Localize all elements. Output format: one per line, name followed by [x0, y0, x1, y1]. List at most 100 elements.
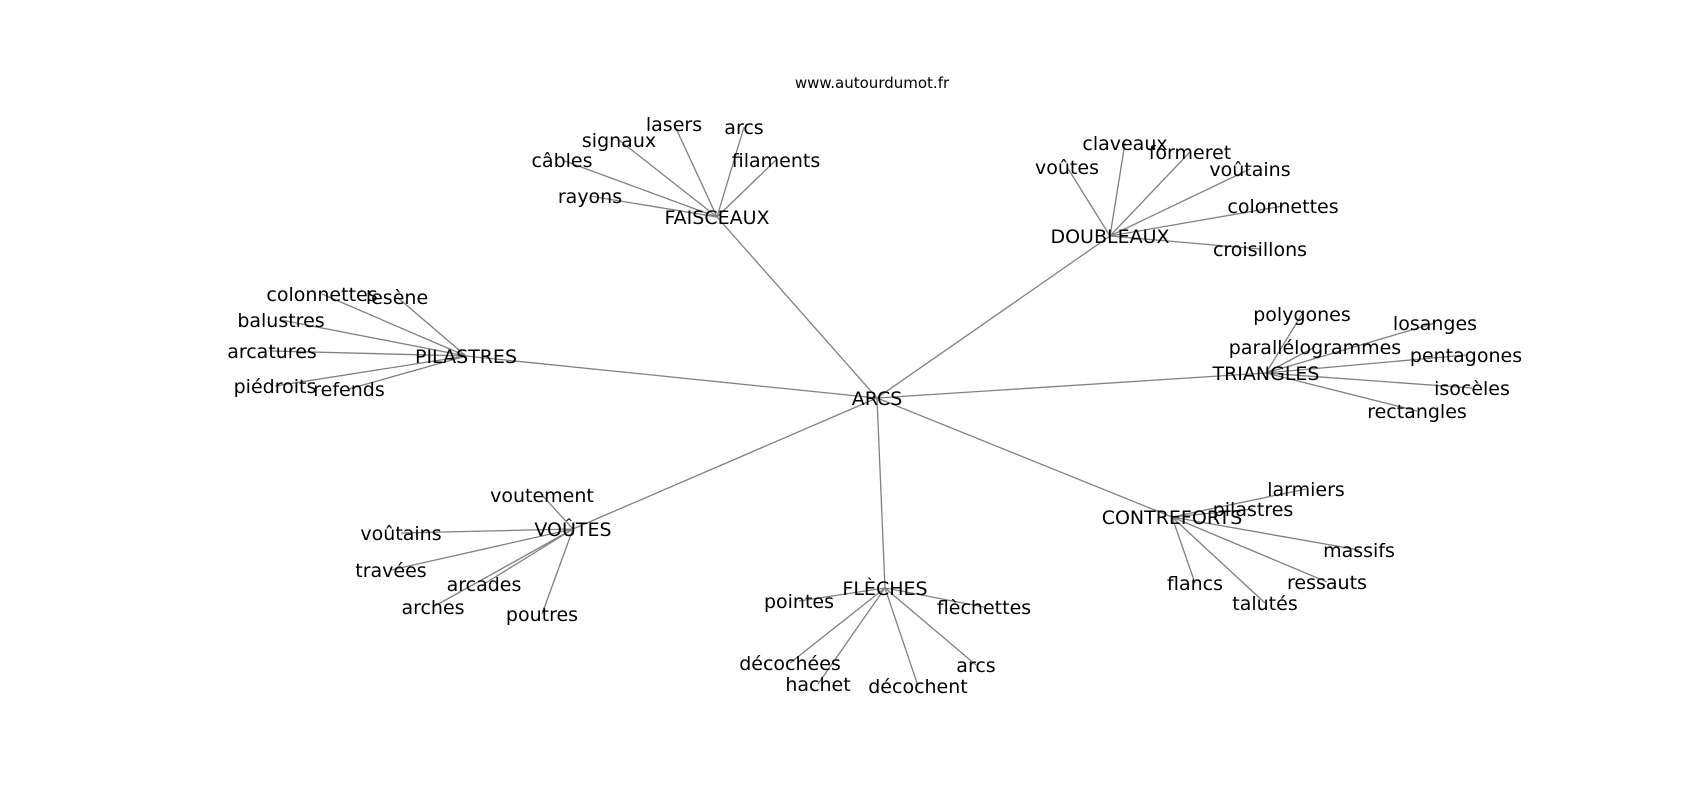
node-pilastres-word: piédroits [234, 376, 317, 398]
node-faisceaux-word: câbles [531, 150, 592, 172]
edge-contreforts-0 [1171, 488, 1307, 518]
edge-doubleaux-5 [1109, 235, 1261, 250]
edge-voutes-5 [541, 528, 574, 615]
node-triangles-word: parallélogrammes [1229, 337, 1401, 359]
edge-doubleaux-1 [1109, 142, 1126, 237]
node-faisceaux-word: lasers [646, 114, 702, 136]
node-voutes-word: voûtains [360, 523, 441, 545]
node-pilastres-word: refends [313, 379, 384, 401]
edge-contreforts-2 [1171, 516, 1360, 551]
edge-pilastres-5 [348, 355, 467, 390]
edge-center-contreforts [876, 397, 1173, 518]
node-triangles: TRIANGLES [1212, 363, 1320, 385]
node-pilastres-word: lesène [366, 287, 428, 309]
edge-voutes-0 [541, 494, 574, 530]
edge-pilastres-3 [271, 350, 467, 357]
node-triangles-word: isocèles [1434, 378, 1510, 400]
node-fleches-word: pointes [764, 591, 834, 613]
edge-faisceaux-1 [561, 159, 718, 218]
node-doubleaux: DOUBLEAUX [1050, 226, 1169, 248]
edge-pilastres-1 [396, 296, 467, 357]
edge-fleches-2 [789, 587, 886, 664]
edge-triangles-4 [1265, 372, 1473, 389]
node-contreforts-word: flancs [1167, 573, 1223, 595]
node-fleches-word: décochées [739, 653, 841, 675]
node-triangles-word: rectangles [1367, 401, 1467, 423]
edge-triangles-2 [1265, 322, 1436, 374]
node-contreforts-word: talutés [1232, 593, 1297, 615]
node-fleches-word: hachet [785, 674, 850, 696]
node-fleches: FLÈCHES [842, 577, 927, 600]
node-faisceaux-word: arcs [724, 117, 763, 139]
edge-contreforts-4 [1171, 516, 1266, 604]
node-center: ARCS [852, 388, 903, 410]
edge-fleches-3 [817, 587, 886, 685]
edge-voutes-2 [390, 528, 574, 571]
node-doubleaux-word: voûtes [1035, 157, 1099, 179]
node-contreforts-word: ressauts [1287, 572, 1367, 594]
node-voutes: VOÛTES [534, 517, 611, 541]
node-contreforts: CONTREFORTS [1102, 507, 1243, 529]
edge-center-fleches [876, 397, 886, 589]
edge-triangles-5 [1265, 372, 1418, 412]
edge-doubleaux-3 [1109, 168, 1251, 237]
node-pilastres-word: arcatures [227, 341, 317, 363]
source-url: www.autourdumot.fr [795, 74, 950, 92]
edge-contreforts-3 [1171, 516, 1328, 583]
node-faisceaux-word: rayons [558, 186, 622, 208]
graph-edges [271, 123, 1473, 687]
edge-faisceaux-3 [673, 123, 718, 218]
edge-fleches-4 [884, 587, 919, 687]
edge-triangles-3 [1265, 354, 1467, 374]
edge-center-triangles [876, 372, 1267, 399]
edge-fleches-5 [884, 587, 977, 666]
edge-center-voutes [572, 397, 878, 530]
edge-voutes-1 [400, 528, 574, 534]
node-doubleaux-word: formeret [1149, 142, 1232, 164]
edge-center-pilastres [465, 355, 878, 399]
edge-faisceaux-4 [716, 126, 745, 218]
edge-fleches-0 [798, 587, 886, 602]
edge-pilastres-0 [321, 293, 467, 357]
node-fleches-word: décochent [868, 676, 968, 698]
node-doubleaux-word: colonnettes [1227, 196, 1338, 218]
edge-center-faisceaux [716, 216, 878, 399]
node-fleches-word: flèchettes [937, 597, 1031, 619]
edge-fleches-1 [884, 587, 985, 608]
node-contreforts-word: larmiers [1267, 479, 1345, 501]
node-contreforts-word: pilastres [1213, 499, 1294, 521]
node-triangles-word: pentagones [1410, 345, 1522, 367]
node-fleches-word: arcs [956, 655, 995, 677]
edge-faisceaux-0 [589, 195, 718, 218]
edge-triangles-1 [1265, 346, 1316, 374]
edge-pilastres-4 [274, 355, 467, 387]
node-pilastres-word: balustres [237, 310, 324, 332]
edge-doubleaux-0 [1066, 166, 1111, 237]
node-triangles-word: losanges [1393, 313, 1477, 335]
edge-doubleaux-2 [1109, 151, 1191, 237]
node-triangles-word: polygones [1253, 304, 1351, 326]
edge-center-doubleaux [876, 235, 1111, 399]
node-pilastres: PILASTRES [415, 346, 517, 368]
node-faisceaux-word: signaux [582, 130, 656, 152]
node-faisceaux: FAISCEAUX [664, 207, 769, 229]
edge-triangles-0 [1265, 313, 1303, 374]
node-voutes-word: arches [401, 597, 464, 619]
edge-contreforts-5 [1171, 516, 1196, 584]
edge-voutes-4 [432, 528, 574, 608]
edge-voutes-3 [483, 528, 574, 585]
node-contreforts-word: massifs [1323, 540, 1395, 562]
node-doubleaux-word: croisillons [1213, 239, 1307, 261]
edge-contreforts-1 [1171, 508, 1254, 518]
node-doubleaux-word: voûtains [1209, 159, 1290, 181]
node-voutes-word: voutement [490, 485, 594, 507]
node-faisceaux-word: filaments [732, 150, 820, 172]
edge-faisceaux-2 [618, 139, 718, 218]
edge-doubleaux-4 [1109, 205, 1284, 237]
node-voutes-word: travées [355, 560, 426, 582]
node-pilastres-word: colonnettes [266, 284, 377, 306]
node-voutes-word: arcades [447, 574, 522, 596]
edge-pilastres-2 [280, 319, 467, 357]
